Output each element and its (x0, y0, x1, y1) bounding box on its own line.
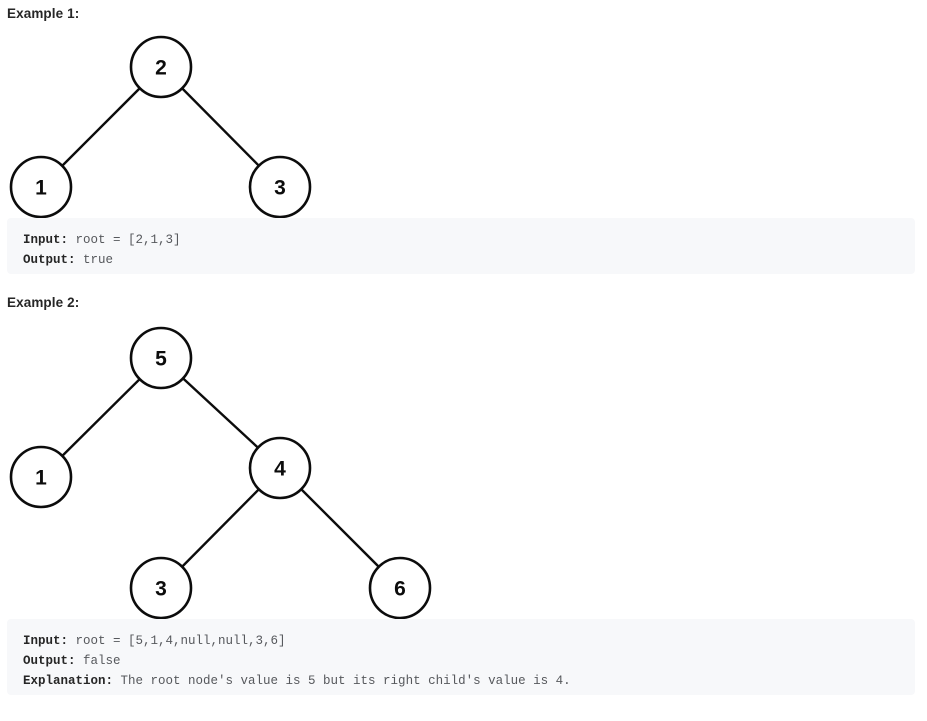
input-label: Input: (23, 634, 69, 648)
tree-node-circle (368, 556, 432, 620)
binary-tree-diagram-example-1: 2 1 3 (9, 35, 312, 219)
tree-node-label: 6 (394, 578, 406, 601)
tree-node: 3 (129, 556, 193, 620)
input-value: root = [5,1,4,null,null,3,6] (68, 634, 286, 648)
tree-node: 5 (129, 326, 193, 390)
tree-node-label: 4 (274, 458, 286, 481)
code-line-input: Input: root = [5,1,4,null,null,3,6] (23, 631, 899, 651)
tree-node-circle (248, 155, 312, 219)
tree-edge (160, 357, 281, 469)
tree-edge (160, 467, 281, 589)
output-value: true (75, 253, 114, 267)
output-value: false (75, 654, 121, 668)
code-line-input: Input: root = [2,1,3] (23, 230, 899, 250)
tree-node: 4 (248, 436, 312, 500)
tree-node-label: 3 (274, 177, 286, 200)
tree-node-circle (248, 436, 312, 500)
code-line-explanation: Explanation: The root node's value is 5 … (23, 671, 899, 691)
tree-node: 1 (9, 445, 73, 509)
example-2-code-block: Input: root = [5,1,4,null,null,3,6] Outp… (7, 619, 915, 695)
output-label: Output: (23, 654, 76, 668)
explanation-label: Explanation: (23, 674, 114, 688)
tree-node: 3 (248, 155, 312, 219)
tree-node-label: 1 (35, 467, 47, 490)
tree-node-label: 2 (155, 57, 167, 80)
tree-node-circle (9, 445, 73, 509)
tree-node-label: 1 (35, 177, 47, 200)
tree-node: 6 (368, 556, 432, 620)
tree-node-circle (129, 35, 193, 99)
example-1-code-block: Input: root = [2,1,3] Output: true (7, 218, 915, 274)
output-label: Output: (23, 253, 76, 267)
example-1-heading: Example 1: (7, 6, 80, 21)
tree-node-circle (129, 326, 193, 390)
explanation-value: The root node's value is 5 but its right… (113, 674, 571, 688)
tree-node-label: 5 (155, 348, 167, 371)
input-label: Input: (23, 233, 69, 247)
code-line-output: Output: true (23, 250, 899, 270)
tree-edge (40, 66, 162, 188)
tree-edge (40, 357, 162, 478)
code-line-output: Output: false (23, 651, 899, 671)
tree-node: 1 (9, 155, 73, 219)
tree-node-circle (129, 556, 193, 620)
tree-node: 2 (129, 35, 193, 99)
example-2-heading: Example 2: (7, 295, 80, 310)
tree-node-label: 3 (155, 578, 167, 601)
input-value: root = [2,1,3] (68, 233, 181, 247)
tree-edge (160, 66, 281, 188)
tree-node-circle (9, 155, 73, 219)
tree-edge (279, 467, 401, 589)
